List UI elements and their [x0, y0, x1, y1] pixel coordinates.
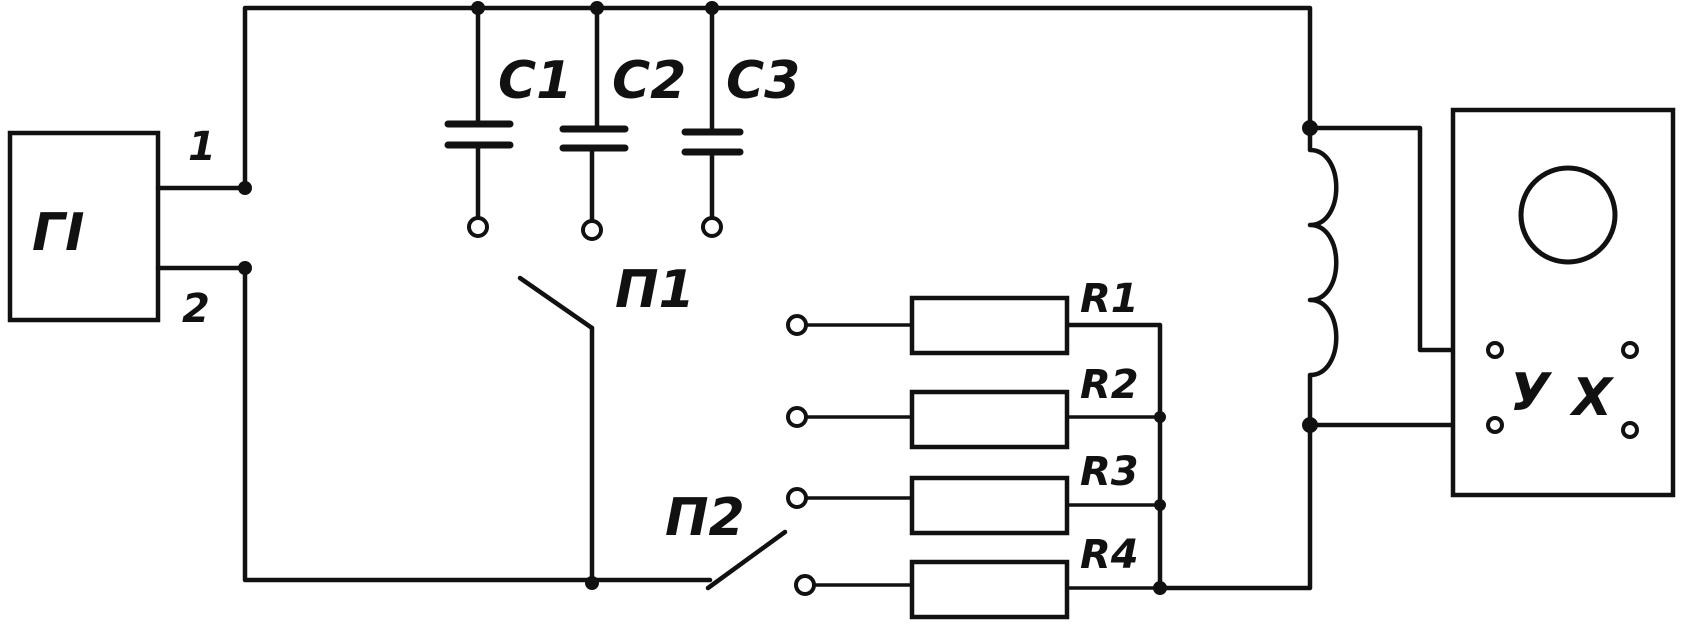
junction-coil-top [1302, 120, 1318, 136]
junction-pin1 [238, 181, 252, 195]
switch-p2-arm [705, 529, 788, 591]
c1-label: C1 [498, 51, 572, 111]
resistor-r2 [909, 389, 1070, 450]
y-input-terminal-1 [1486, 341, 1504, 359]
switch-p2-label: П2 [665, 488, 745, 548]
p2-contact-r1 [786, 314, 808, 336]
p2-contact-r3 [786, 487, 808, 509]
junction-c3 [705, 1, 719, 15]
capacitor-plates [444, 120, 744, 156]
junction-dots [238, 1, 1318, 595]
y-input-terminal-2 [1486, 416, 1504, 434]
junction-pin2 [238, 261, 252, 275]
generator-label: ГI [32, 203, 84, 263]
p1-contact-c3 [701, 216, 723, 238]
junction-coil-bottom [1302, 417, 1318, 433]
junction-p1-bottom [585, 576, 599, 590]
junction-c1 [471, 1, 485, 15]
x-input-label: Х [1569, 368, 1615, 428]
c2-label: C2 [612, 51, 686, 111]
wire-coil-to-y1 [1307, 125, 1483, 353]
wire-bottom-rail-left [242, 265, 713, 583]
resistor-r1 [909, 295, 1070, 356]
resistor-r4 [909, 559, 1070, 620]
oscilloscope-screen [1518, 165, 1618, 265]
generator-box [7, 130, 161, 323]
pin-1-label: 1 [188, 124, 216, 170]
oscilloscope: У Х [1450, 107, 1676, 498]
wire-top-rail [242, 5, 1313, 191]
inductor-coil [1307, 127, 1339, 428]
x-input-terminal-2 [1621, 421, 1639, 439]
p1-contact-c2 [581, 219, 603, 241]
switch-contacts [467, 216, 816, 596]
switch-p1-arm [517, 275, 595, 331]
junction-r4 [1153, 581, 1167, 595]
p2-contact-r2 [786, 406, 808, 428]
resistor-r3 [909, 475, 1070, 536]
generator: ГI [7, 130, 161, 323]
p2-contact-r4 [794, 574, 816, 596]
r4-label: R4 [1080, 532, 1139, 578]
pin-2-label: 2 [182, 286, 210, 332]
r2-label: R2 [1080, 362, 1139, 408]
junction-r3 [1154, 499, 1166, 511]
wire-bottom-rail-right [1157, 422, 1313, 591]
junction-c2 [590, 1, 604, 15]
p1-contact-c1 [467, 216, 489, 238]
r1-label: R1 [1080, 276, 1139, 322]
y-input-label: У [1510, 363, 1553, 423]
c3-label: C3 [726, 51, 800, 111]
x-input-terminal-1 [1621, 341, 1639, 359]
switch-p1-label: П1 [615, 260, 695, 320]
resistors [909, 295, 1070, 620]
junction-r2 [1154, 411, 1166, 423]
r3-label: R3 [1080, 449, 1139, 495]
wiring [155, 5, 1483, 591]
